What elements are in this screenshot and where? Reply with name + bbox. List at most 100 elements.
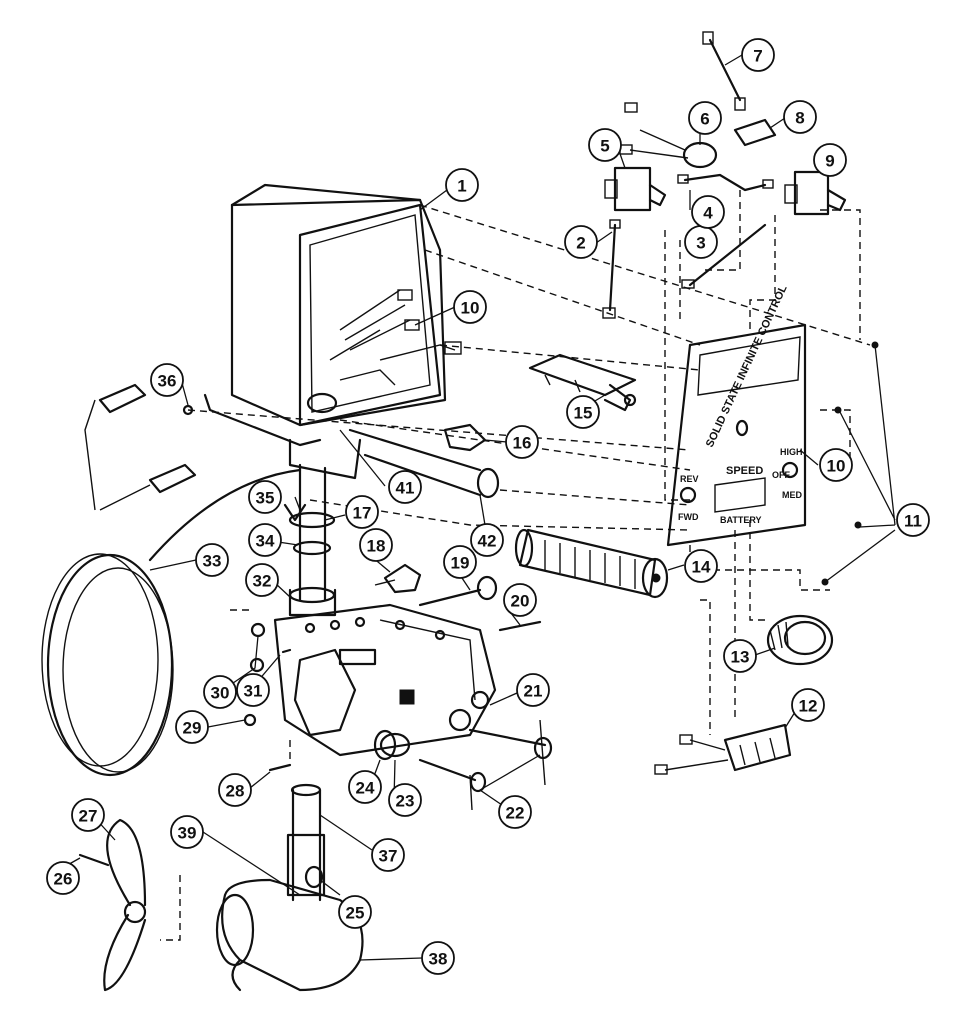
svg-text:32: 32 (253, 572, 272, 591)
svg-text:15: 15 (574, 404, 593, 423)
wire-part-3 (681, 223, 767, 289)
svg-text:29: 29 (183, 719, 202, 738)
callout-10-a: 10 (453, 290, 487, 324)
svg-text:42: 42 (478, 532, 497, 551)
panel-text-speed: SPEED (726, 465, 763, 477)
wire-part-4 (677, 173, 774, 192)
switch-part-9 (784, 170, 847, 216)
svg-text:37: 37 (379, 847, 398, 866)
callout-39: 39 (170, 815, 204, 849)
callout-35: 35 (248, 480, 282, 514)
callout-10-b: 10 (819, 448, 853, 482)
clamp-bracket-part-21 (273, 603, 497, 757)
clip-part-16 (443, 423, 487, 452)
svg-text:10: 10 (827, 457, 846, 476)
callout-37: 37 (371, 838, 405, 872)
svg-text:20: 20 (511, 592, 530, 611)
cable-coil-part-33 (41, 468, 302, 777)
pad-part-23 (379, 732, 411, 758)
panel-text-off: OFF (772, 470, 790, 480)
svg-text:27: 27 (79, 807, 98, 826)
callout-34: 34 (248, 523, 282, 557)
wire-part-7 (702, 31, 746, 111)
svg-text:25: 25 (346, 904, 365, 923)
propeller-part-27 (78, 818, 147, 992)
svg-text:16: 16 (513, 434, 532, 453)
svg-text:39: 39 (178, 824, 197, 843)
circuit-board-part-15 (528, 353, 637, 412)
svg-text:21: 21 (524, 682, 543, 701)
speed-knob-part-13 (766, 614, 834, 666)
motor-housing-cover (203, 183, 462, 480)
svg-text:8: 8 (795, 109, 804, 128)
callout-42: 42 (470, 523, 504, 557)
panel-text-fwd: FWD (678, 512, 699, 522)
connector-part-8 (733, 118, 777, 147)
panel-text-rev: REV (680, 474, 699, 484)
svg-text:3: 3 (696, 234, 705, 253)
callout-20: 20 (503, 583, 537, 617)
callout-22: 22 (498, 795, 532, 829)
callout-17: 17 (345, 495, 379, 529)
svg-text:17: 17 (353, 504, 372, 523)
callout-3: 3 (684, 225, 718, 259)
callout-15: 15 (566, 395, 600, 429)
callout-36: 36 (150, 363, 184, 397)
svg-text:34: 34 (256, 532, 275, 551)
svg-text:6: 6 (700, 110, 709, 129)
hardware-part-18 (374, 563, 422, 594)
knob-part-24 (373, 729, 397, 761)
control-panel-part-10: SOLID STATE INFINITE CONTROL SPEED REV F… (666, 283, 807, 547)
clamp-screws-part-22 (418, 719, 553, 811)
svg-text:7: 7 (753, 47, 762, 66)
svg-text:4: 4 (703, 204, 713, 223)
svg-text:41: 41 (396, 479, 415, 498)
bolt-part-20 (498, 620, 542, 632)
svg-text:2: 2 (576, 234, 585, 253)
svg-text:30: 30 (211, 684, 230, 703)
svg-text:1: 1 (457, 177, 466, 196)
shaft-assembly (283, 463, 337, 617)
svg-text:35: 35 (256, 489, 275, 508)
callout-33: 33 (195, 543, 229, 577)
callout-16: 16 (505, 425, 539, 459)
svg-text:5: 5 (600, 137, 609, 156)
callout-28: 28 (218, 773, 252, 807)
svg-text:24: 24 (356, 779, 375, 798)
panel-text-med: MED (782, 490, 803, 500)
callout-18: 18 (359, 528, 393, 562)
callout-2: 2 (564, 225, 598, 259)
svg-text:33: 33 (203, 552, 222, 571)
svg-text:19: 19 (451, 554, 470, 573)
callout-12: 12 (791, 688, 825, 722)
svg-text:13: 13 (731, 648, 750, 667)
svg-text:28: 28 (226, 782, 245, 801)
callout-8: 8 (783, 100, 817, 134)
callout-11: 11 (896, 503, 930, 537)
callout-14: 14 (684, 549, 718, 583)
svg-text:18: 18 (367, 537, 386, 556)
callout-1: 1 (445, 168, 479, 202)
callout-7: 7 (741, 38, 775, 72)
callout-13: 13 (723, 639, 757, 673)
callout-19: 19 (443, 545, 477, 579)
lower-unit (215, 783, 364, 992)
panel-text-high: HIGH (780, 447, 803, 457)
callout-41: 41 (388, 470, 422, 504)
svg-text:12: 12 (799, 697, 818, 716)
callout-26: 26 (46, 861, 80, 895)
handle-grip-part-14 (514, 528, 669, 599)
svg-text:14: 14 (692, 558, 711, 577)
callout-24: 24 (348, 770, 382, 804)
callout-23: 23 (388, 783, 422, 817)
tube-part-42 (348, 428, 500, 499)
callout-6: 6 (688, 101, 722, 135)
svg-text:22: 22 (506, 804, 525, 823)
panel-text-battery: BATTERY (720, 515, 762, 525)
svg-text:11: 11 (904, 512, 922, 531)
callout-31: 31 (236, 673, 270, 707)
coil-part-12 (654, 723, 792, 775)
switch-part-5 (604, 166, 667, 212)
